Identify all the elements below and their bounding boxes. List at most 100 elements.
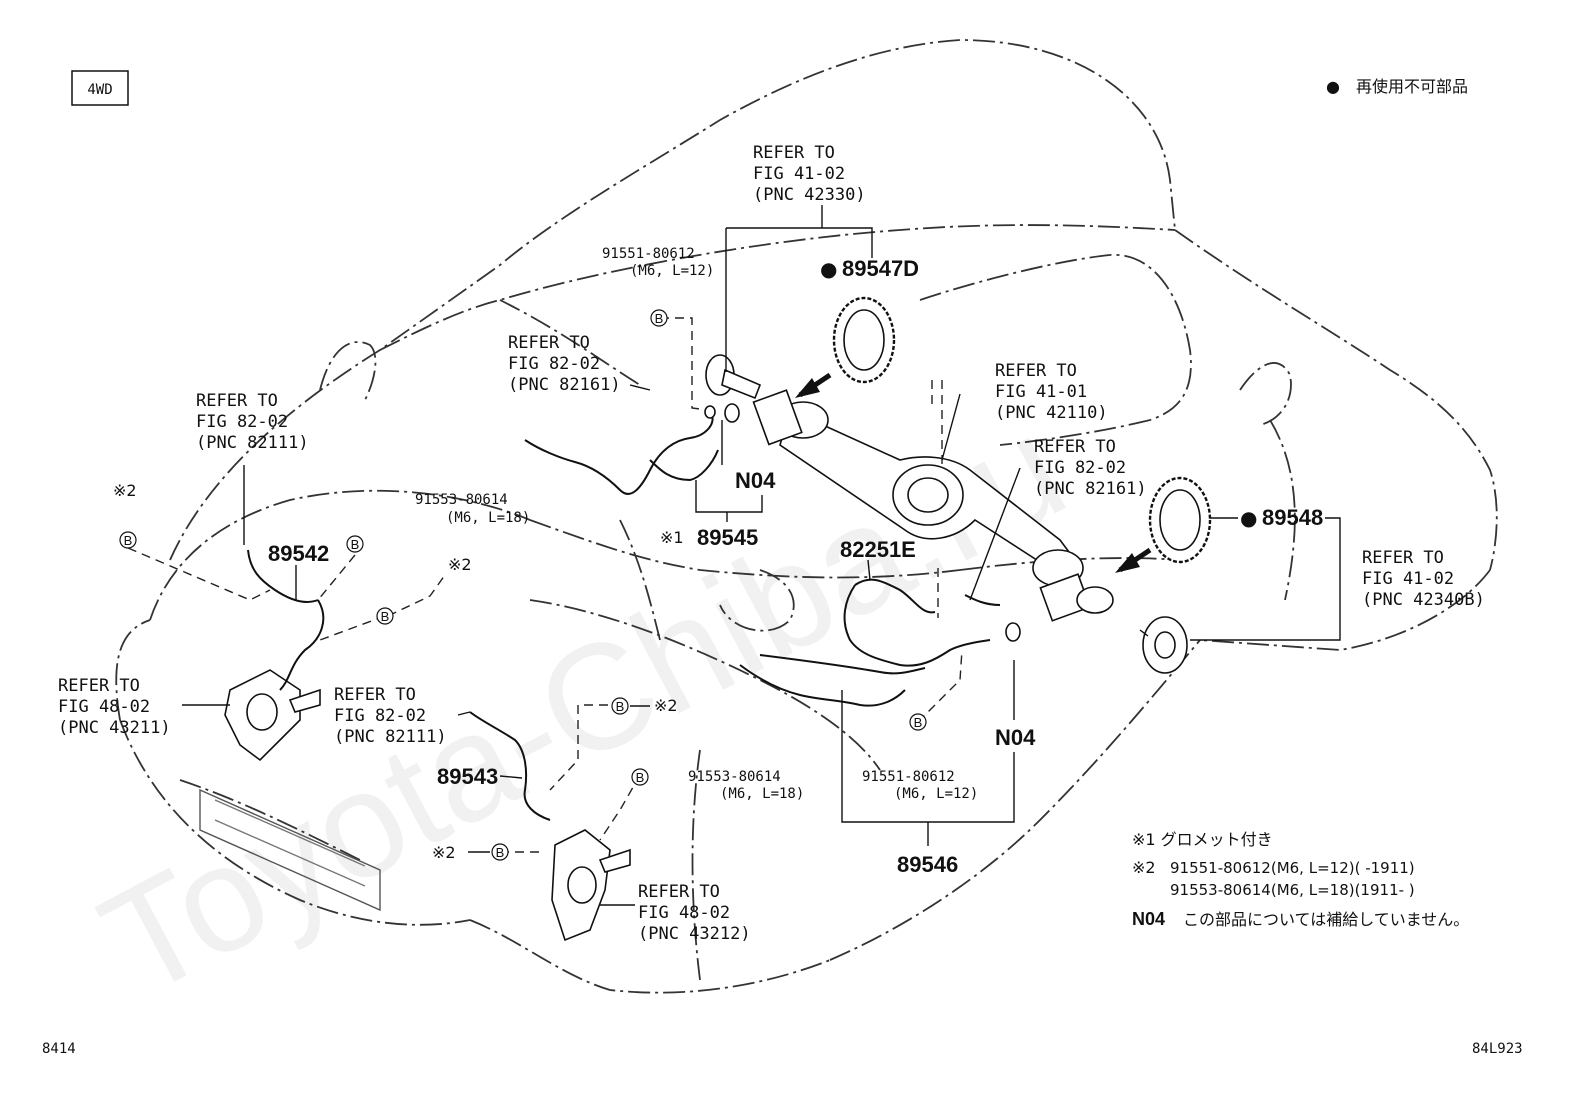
callout-43211: REFER TO FIG 48-02 (PNC 43211) [58, 676, 171, 738]
note-x2-line2: 91553-80614(M6, L=18)(1911- ) [1170, 881, 1415, 899]
svg-text:(PNC 82161): (PNC 82161) [1034, 479, 1147, 499]
svg-text:B: B [351, 537, 360, 552]
bolt-91551-80612-top: 91551-80612 (M6, L=12) [602, 246, 714, 279]
note-grommet: ※1 グロメット付き [1132, 830, 1273, 849]
leader-lines [182, 205, 1341, 906]
svg-text:(PNC 82111): (PNC 82111) [196, 433, 309, 453]
abs-rotor-89547d [832, 296, 896, 384]
svg-text:B: B [616, 699, 625, 714]
svg-text:(PNC 42330): (PNC 42330) [753, 185, 866, 205]
svg-text:(PNC 42110): (PNC 42110) [995, 403, 1108, 423]
svg-text:FIG 82-02: FIG 82-02 [196, 412, 288, 432]
part-n04-right: N04 [995, 725, 1036, 750]
abs-rotor-89548 [1148, 476, 1212, 564]
sensor-wires [247, 414, 1001, 821]
bullet-89547d: ● [820, 257, 837, 281]
vehicle-outline [115, 39, 1498, 994]
part-89543: 89543 [437, 764, 498, 789]
svg-text:B: B [496, 845, 505, 860]
callout-82111-center: REFER TO FIG 82-02 (PNC 82111) [334, 685, 447, 747]
mark-x2-upper: ※2 [448, 555, 472, 574]
svg-text:(PNC 43212): (PNC 43212) [638, 924, 751, 944]
callout-82161-right: REFER TO FIG 82-02 (PNC 82161) [1034, 437, 1147, 499]
mark-x2-far-left: ※2 [113, 481, 137, 500]
part-89547d: 89547D [842, 256, 919, 281]
rear-axle-housing [752, 389, 1114, 622]
callout-42330: REFER TO FIG 41-02 (PNC 42330) [753, 143, 866, 205]
grommets [704, 403, 1021, 642]
svg-text:(M6, L=18): (M6, L=18) [720, 786, 804, 802]
svg-text:B: B [381, 609, 390, 624]
svg-text:FIG 41-02: FIG 41-02 [753, 164, 845, 184]
svg-text:REFER TO: REFER TO [334, 685, 416, 705]
bolt-leaders [127, 317, 963, 853]
svg-text:91553-80614: 91553-80614 [688, 769, 781, 785]
part-82251e: 82251E [840, 537, 916, 562]
part-89548: 89548 [1262, 505, 1323, 530]
svg-text:REFER TO: REFER TO [995, 361, 1077, 381]
svg-text:91551-80612: 91551-80612 [602, 246, 695, 262]
part-n04-left: N04 [735, 468, 776, 493]
svg-text:REFER TO: REFER TO [638, 882, 720, 902]
note-x2-line1: 91551-80612(M6, L=12)( -1911) [1170, 859, 1415, 877]
svg-text:FIG 82-02: FIG 82-02 [1034, 458, 1126, 478]
non-reusable-legend: 再使用不可部品 [1356, 77, 1468, 96]
svg-text:(M6, L=12): (M6, L=12) [894, 786, 978, 802]
callout-42340b: REFER TO FIG 41-02 (PNC 42340B) [1362, 548, 1485, 610]
bolt-91553-80614-center: 91553-80614 (M6, L=18) [688, 769, 804, 802]
svg-text:(PNC 82111): (PNC 82111) [334, 727, 447, 747]
front-grille [199, 788, 381, 912]
svg-text:B: B [655, 311, 664, 326]
svg-text:FIG 48-02: FIG 48-02 [638, 903, 730, 923]
part-89545: 89545 [697, 525, 758, 550]
front-knuckle-left [224, 669, 321, 762]
svg-text:FIG 41-01: FIG 41-01 [995, 382, 1087, 402]
svg-text:(M6, L=18): (M6, L=18) [446, 510, 530, 526]
callout-82161-left: REFER TO FIG 82-02 (PNC 82161) [508, 333, 621, 395]
svg-text:(PNC 82161): (PNC 82161) [508, 375, 621, 395]
svg-text:B: B [914, 715, 923, 730]
mark-x1: ※1 [660, 528, 684, 547]
svg-text:FIG 48-02: FIG 48-02 [58, 697, 150, 717]
svg-text:FIG 82-02: FIG 82-02 [334, 706, 426, 726]
svg-text:FIG 41-02: FIG 41-02 [1362, 569, 1454, 589]
svg-text:REFER TO: REFER TO [1034, 437, 1116, 457]
circle-b-markers: B B B B B B B B [119, 309, 927, 861]
svg-text:REFER TO: REFER TO [58, 676, 140, 696]
note-n04-code: N04 [1132, 909, 1165, 929]
part-89542: 89542 [268, 541, 329, 566]
mark-x2-lower: ※2 [432, 843, 456, 862]
non-reusable-marker: ● [1326, 77, 1340, 96]
svg-text:B: B [124, 533, 133, 548]
footer-left: 8414 [42, 1041, 76, 1057]
rear-flange-right [1139, 616, 1188, 674]
callout-82111-left: REFER TO FIG 82-02 (PNC 82111) [196, 391, 309, 453]
note-n04-text: この部品については補給していません。 [1183, 910, 1469, 929]
svg-text:(M6, L=12): (M6, L=12) [630, 263, 714, 279]
svg-text:REFER TO: REFER TO [508, 333, 590, 353]
footer-right: 84L923 [1472, 1041, 1523, 1057]
svg-text:91553-80614: 91553-80614 [415, 492, 508, 508]
svg-text:(PNC 42340B): (PNC 42340B) [1362, 590, 1485, 610]
drive-tag-box [71, 70, 129, 106]
notes: ※1 グロメット付き ※2 91551-80612(M6, L=12)( -19… [1132, 830, 1469, 929]
svg-text:(PNC 43211): (PNC 43211) [58, 718, 171, 738]
bolt-91551-80612-right: 91551-80612 (M6, L=12) [862, 769, 978, 802]
svg-text:91551-80612: 91551-80612 [862, 769, 955, 785]
front-knuckle-right [551, 829, 631, 942]
svg-text:FIG 82-02: FIG 82-02 [508, 354, 600, 374]
note-x2-mark: ※2 [1132, 858, 1156, 877]
callout-43212: REFER TO FIG 48-02 (PNC 43212) [638, 882, 751, 944]
mark-x2-center: ※2 [654, 696, 678, 715]
bolt-91553-80614-left: 91553-80614 (M6, L=18) [415, 492, 530, 526]
drive-tag: 4WD [87, 82, 112, 98]
svg-text:REFER TO: REFER TO [1362, 548, 1444, 568]
svg-text:REFER TO: REFER TO [196, 391, 278, 411]
rear-flange-left [705, 354, 762, 400]
svg-text:B: B [636, 770, 645, 785]
callout-42110: REFER TO FIG 41-01 (PNC 42110) [995, 361, 1108, 423]
part-89546: 89546 [897, 852, 958, 877]
svg-text:REFER TO: REFER TO [753, 143, 835, 163]
bullet-89548: ● [1240, 506, 1257, 530]
